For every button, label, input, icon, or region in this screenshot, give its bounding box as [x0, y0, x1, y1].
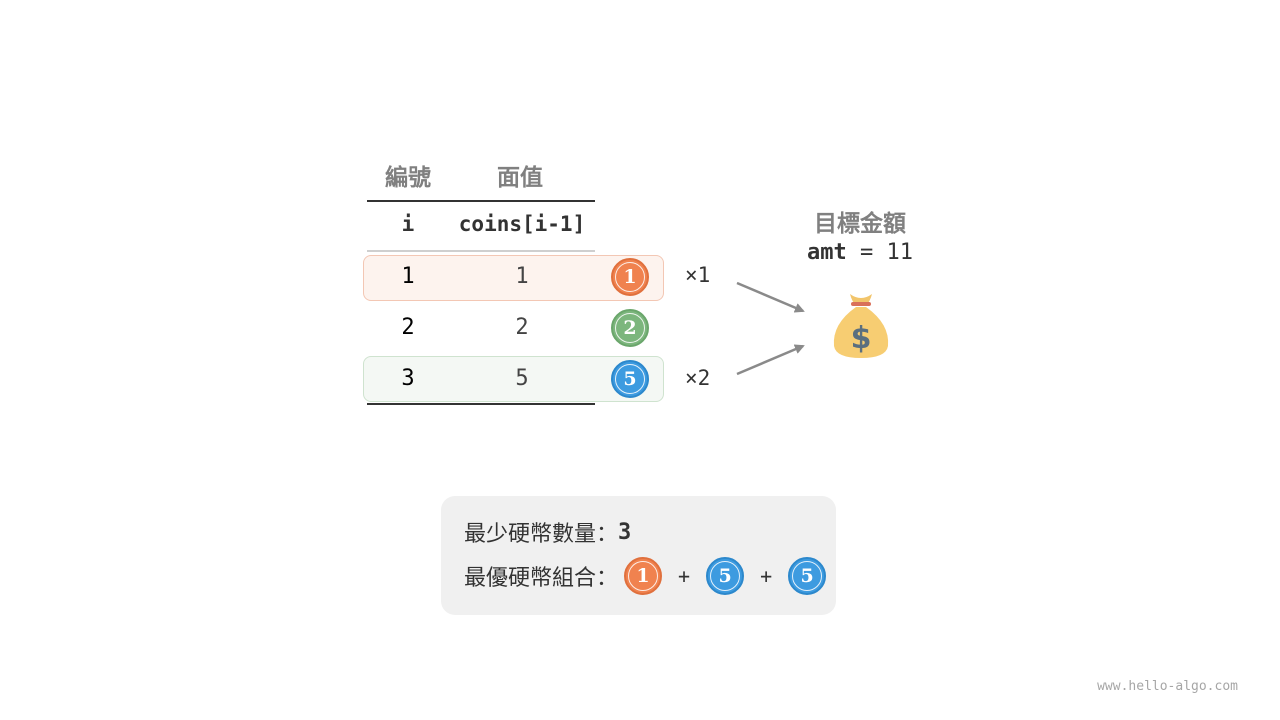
row-1-index: 1	[401, 264, 415, 289]
table-top-rule	[367, 200, 595, 202]
result-min-line: 最少硬幣數量： 3	[464, 512, 631, 552]
coin-1-label: 1	[615, 262, 645, 292]
subheader-index: i	[401, 212, 415, 236]
result-panel	[441, 496, 836, 615]
plus-sign: +	[678, 564, 691, 588]
table-bottom-rule	[367, 403, 595, 405]
combo-coin-5b-label: 5	[792, 561, 823, 591]
result-combo-label: 最優硬幣組合：	[464, 566, 619, 591]
plus-sign: +	[760, 564, 773, 588]
target-equals: =	[860, 240, 874, 265]
coin-1-icon: 1	[611, 258, 649, 296]
result-min-label: 最少硬幣數量：	[464, 522, 619, 547]
combo-coin-1-icon: 1	[624, 557, 663, 595]
target-var: amt	[807, 240, 847, 265]
coin-2-icon: 2	[611, 309, 649, 347]
combo-coin-1-label: 1	[628, 561, 659, 591]
result-min-value: 3	[618, 519, 632, 545]
combo-coin-5a-icon: 5	[706, 557, 745, 595]
arrow-row-1	[736, 281, 805, 313]
combo-coin-5b-icon: 5	[788, 557, 827, 595]
money-bag-icon: $	[833, 294, 889, 358]
coin-5-icon: 5	[611, 360, 649, 398]
header-index: 編號	[385, 165, 431, 191]
multiplier-row-1: ×1	[685, 263, 711, 287]
row-2-value: 2	[515, 315, 529, 340]
coin-2-label: 2	[615, 313, 645, 343]
result-combo-line: 最優硬幣組合： 1 + 5 + 5	[464, 556, 827, 596]
arrow-row-3	[736, 344, 805, 376]
coin-5-label: 5	[615, 364, 645, 394]
row-3-value: 5	[515, 366, 529, 391]
svg-text:$: $	[851, 321, 872, 356]
watermark: www.hello-algo.com	[1097, 679, 1238, 694]
subheader-value: coins[i-1]	[458, 212, 586, 236]
target-title: 目標金額	[814, 211, 906, 237]
header-value: 面值	[497, 165, 543, 191]
target-expression: amt = 11	[790, 240, 930, 265]
multiplier-row-3: ×2	[685, 366, 711, 390]
row-2-index: 2	[401, 315, 415, 340]
combo-coin-5a-label: 5	[710, 561, 741, 591]
target-amount: 11	[886, 240, 914, 265]
row-3-index: 3	[401, 366, 415, 391]
row-1-value: 1	[515, 264, 529, 289]
table-mid-rule	[367, 250, 595, 252]
